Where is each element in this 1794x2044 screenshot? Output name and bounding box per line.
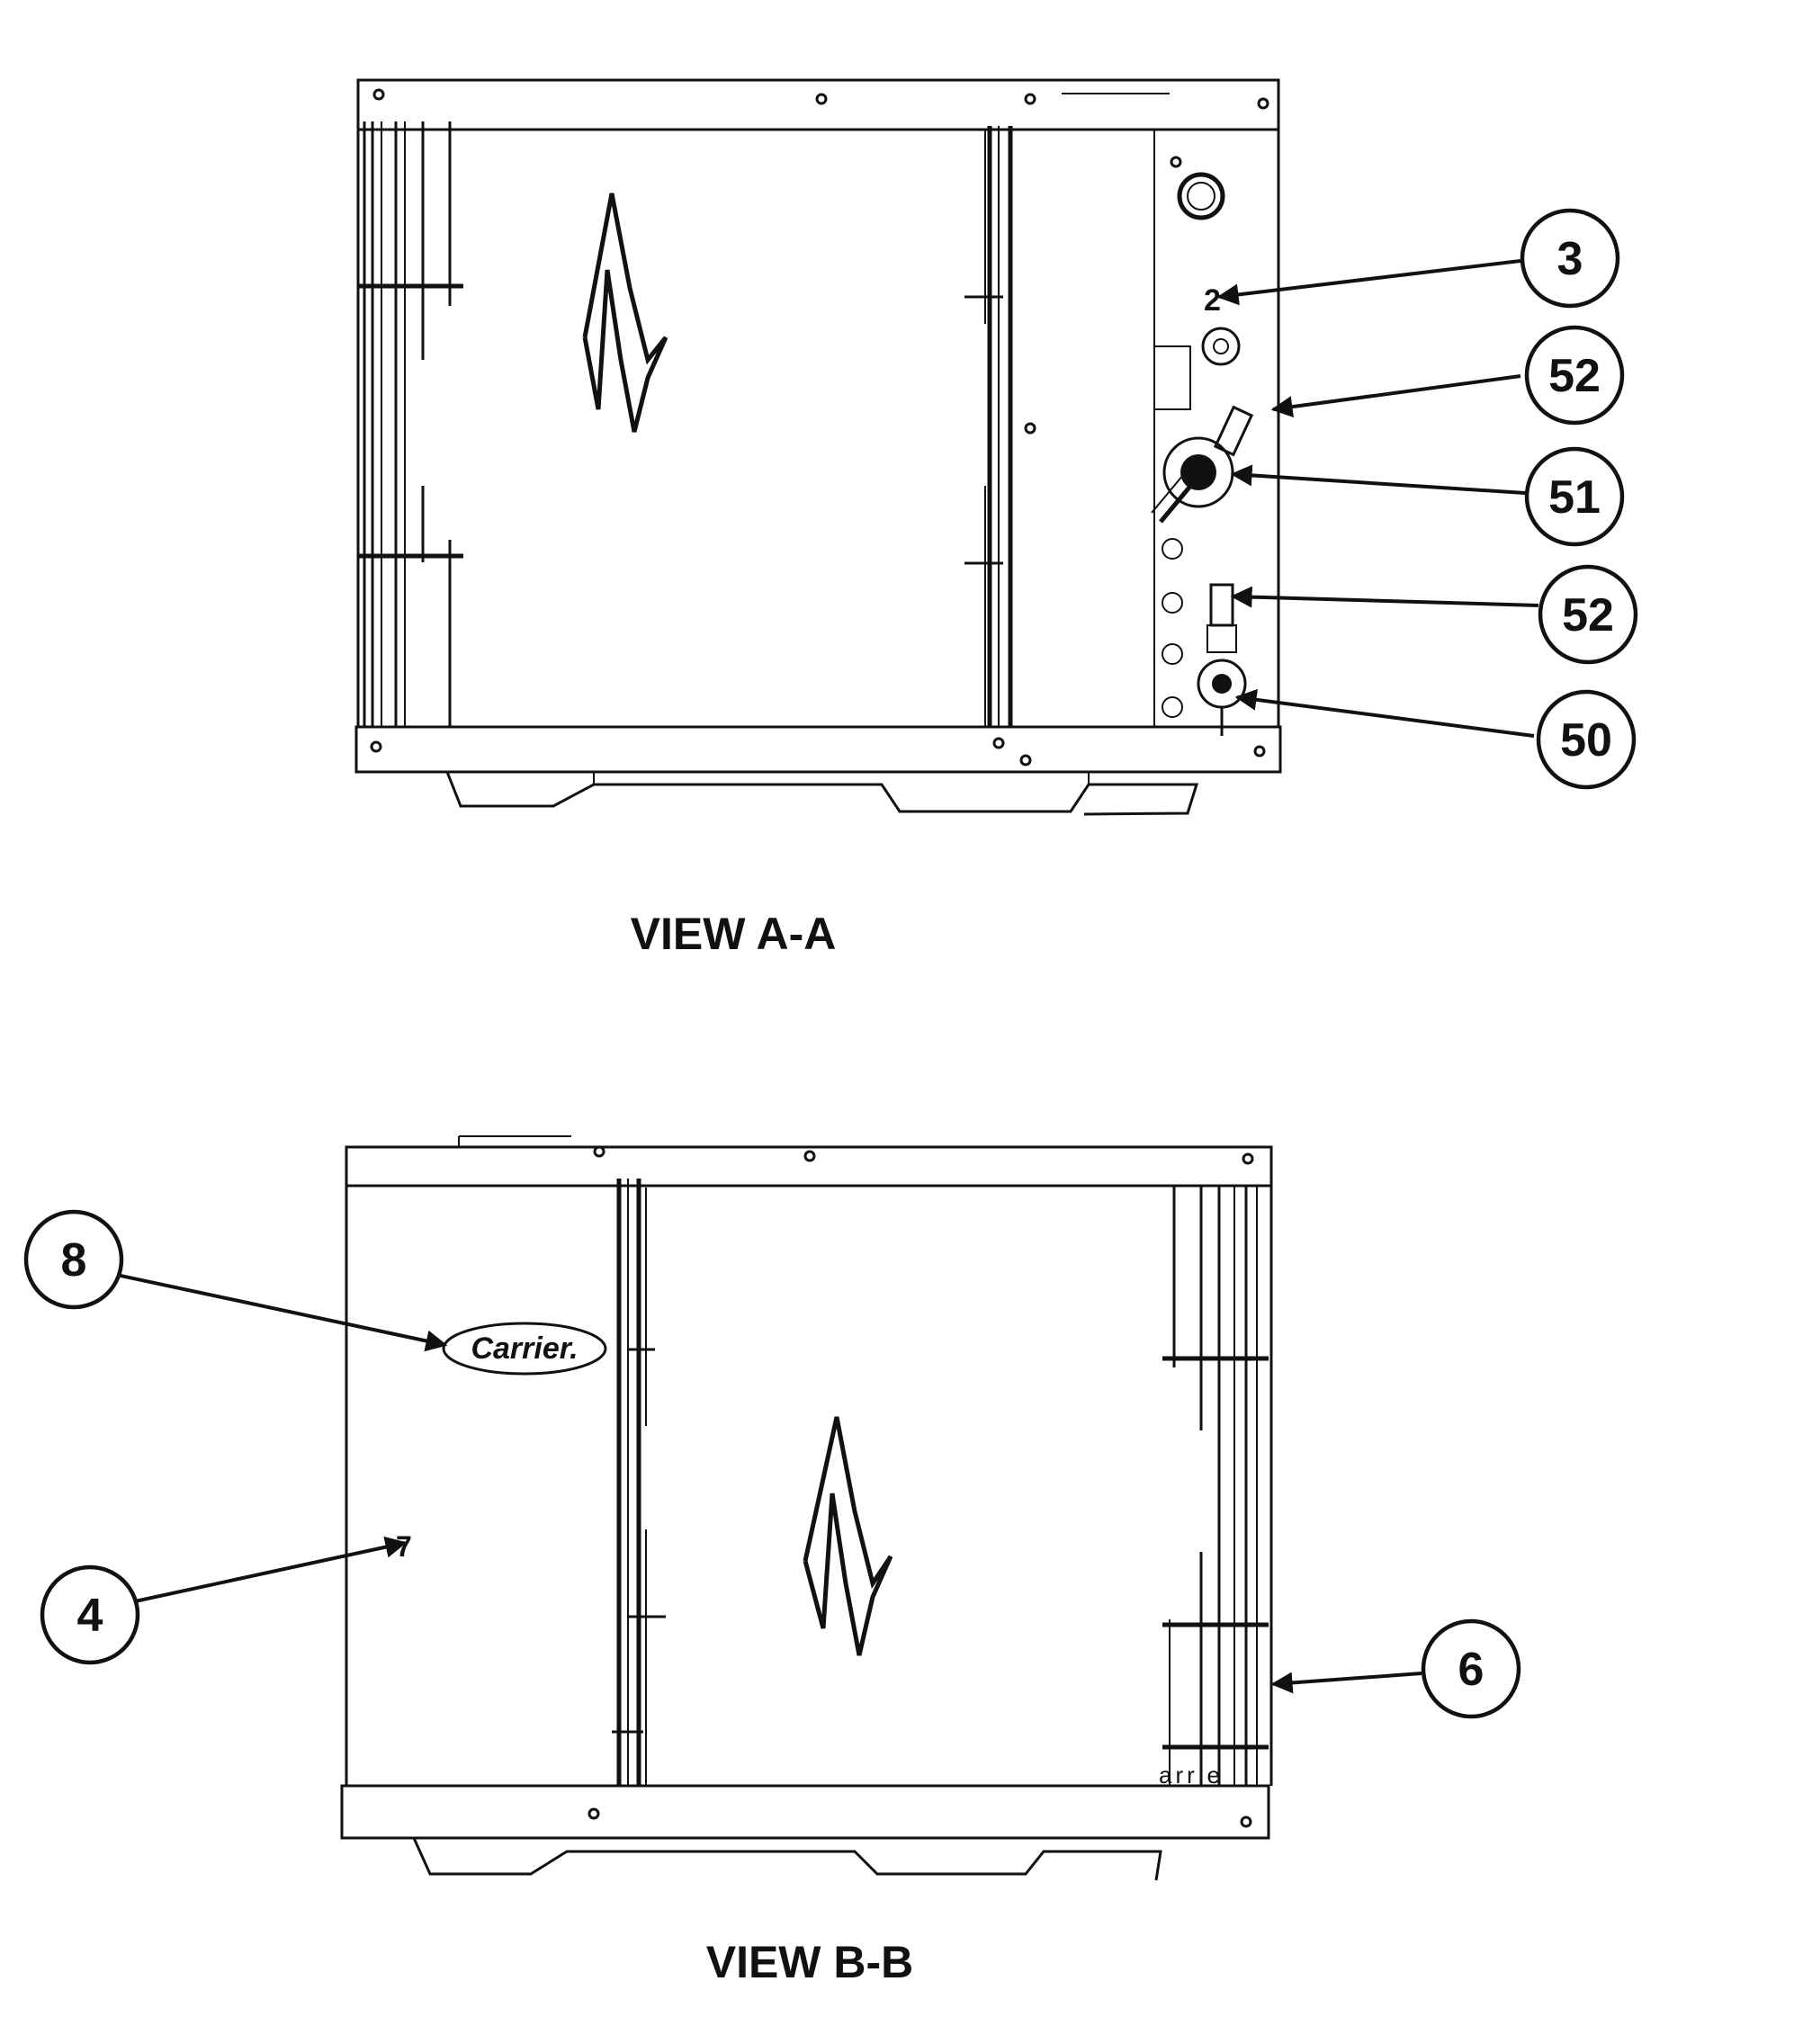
view-a-service-panel: [1153, 129, 1279, 728]
panel-mark-7: 7: [396, 1530, 412, 1563]
view-a-suction-service-valve: [1151, 405, 1254, 524]
view-b-top-rail: [345, 1145, 1273, 1188]
svg-text:2: 2: [1204, 283, 1221, 318]
callout-52-upper-label: 52: [1548, 350, 1601, 402]
callout-6: 6: [1270, 1618, 1521, 1719]
callout-50: 50: [1234, 688, 1637, 790]
callout-4-label: 4: [77, 1590, 103, 1642]
view-b-divider-post: [612, 1179, 666, 1786]
view-b-airflow-logo: [803, 1416, 893, 1656]
view-b-b-title: VIEW B-B: [706, 1937, 914, 1987]
view-a-liquid-service-valve: [1197, 583, 1247, 736]
callout-3-label: 3: [1557, 233, 1583, 285]
callout-8: 8: [23, 1209, 448, 1352]
callout-6-label: 6: [1458, 1644, 1485, 1696]
carrier-logo-text: Carrier.: [471, 1331, 578, 1366]
view-b-bottom-rail: [340, 1784, 1270, 1840]
view-a-base: [445, 771, 1199, 816]
callout-8-label: 8: [61, 1234, 87, 1286]
view-b-b-unit: Carrier. 7 arrie: [340, 1135, 1273, 1881]
carrier-logo: Carrier.: [442, 1322, 607, 1376]
view-a-airflow-logo: [582, 193, 668, 433]
panel-mark-arrie: arrie: [1159, 1762, 1224, 1788]
view-a-top-rail: [356, 78, 1280, 131]
view-a-a-title: VIEW A-A: [631, 909, 837, 959]
view-b-base: [412, 1837, 1162, 1881]
view-a-left-coil-guard: [358, 121, 463, 727]
callout-3: 3: [1216, 208, 1620, 309]
view-a-divider-post: [964, 126, 1013, 727]
callout-52-upper: 52: [1270, 325, 1625, 426]
callout-4: 4: [40, 1536, 408, 1665]
callout-51-label: 51: [1548, 471, 1601, 524]
view-a-electrical-knockout: [1177, 172, 1225, 220]
view-a-a-unit: 2: [354, 78, 1282, 816]
callout-51: 51: [1230, 446, 1625, 547]
callout-50-label: 50: [1560, 714, 1612, 766]
callout-52-lower-label: 52: [1562, 589, 1614, 641]
view-b-right-coil-guard: [1162, 1186, 1269, 1786]
view-a-bottom-rail: [354, 725, 1282, 774]
view-a-knockouts: [1162, 538, 1183, 718]
callout-52-lower: 52: [1230, 564, 1638, 665]
